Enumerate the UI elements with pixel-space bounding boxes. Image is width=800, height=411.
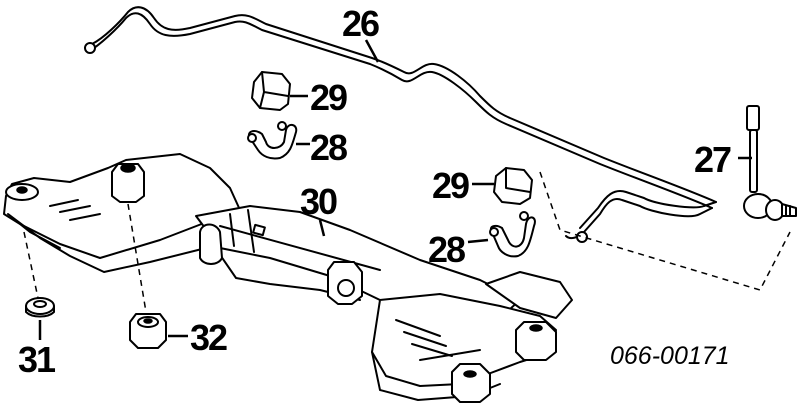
callout-31: 31 [18,339,56,380]
diagram-part-number: 066-00171 [610,342,730,370]
callout-28-upper: 28 [310,127,347,168]
mount-cushion [129,313,167,349]
subframe-mount-rear-bottom [451,363,491,403]
callout-29-upper: 29 [310,77,347,118]
callout-29-lower: 29 [432,165,469,206]
bushing-upper [251,71,291,111]
washer [25,297,55,318]
bracket-lower [489,211,536,258]
bushing-lower [493,167,533,205]
alignment-lines [23,203,147,313]
subframe-mount-beam [199,223,223,265]
callout-27: 27 [694,139,731,180]
bracket-upper [247,121,298,160]
stabilizer-link [743,105,797,221]
callout-26: 26 [342,3,379,44]
subframe-mount-center [327,261,363,305]
callout-labels: 26 29 28 27 29 30 28 32 31 [18,3,733,380]
subframe [3,153,573,401]
subframe-mount-upper [111,163,145,203]
leader-lines [38,39,752,340]
subframe-mount-front-left [5,183,39,201]
callout-30: 30 [300,181,337,222]
bar-end-dashed-outline [539,171,791,291]
stabilizer-bar [84,6,717,243]
subframe-mount-rear-right [515,321,557,361]
callout-32: 32 [190,317,227,358]
callout-28-lower: 28 [428,229,465,270]
